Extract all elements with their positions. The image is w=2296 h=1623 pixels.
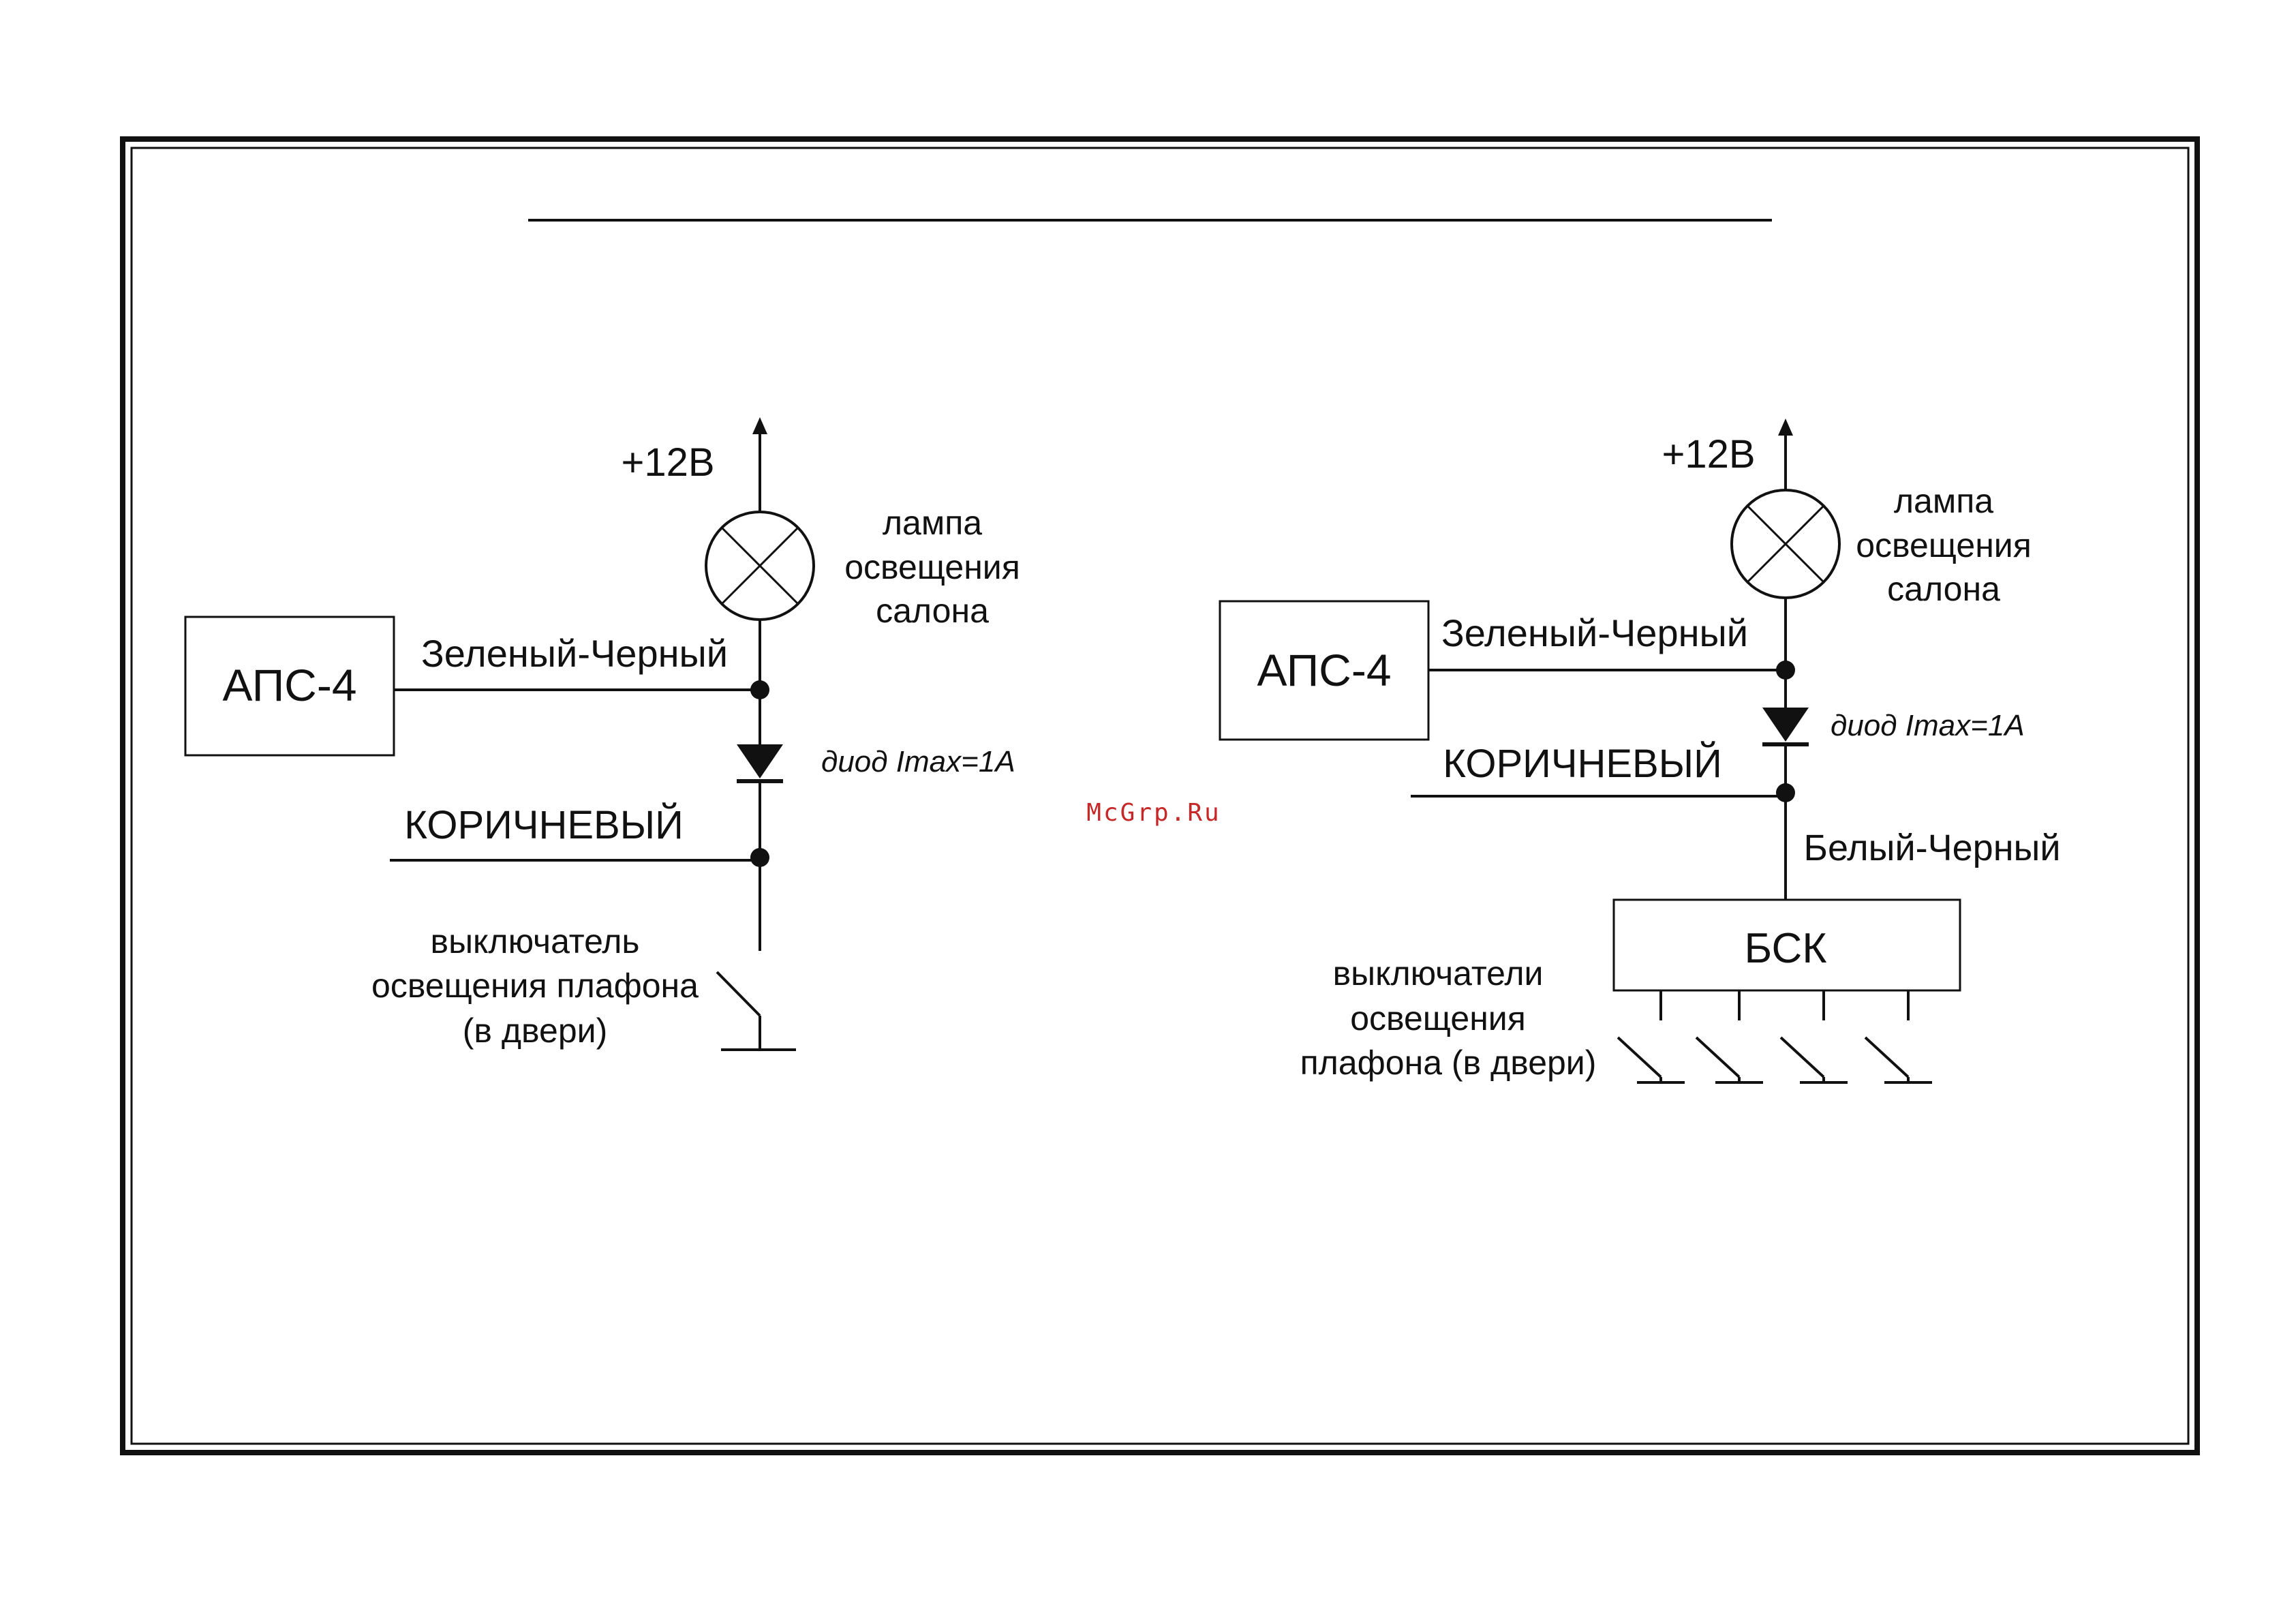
right-lamp-label-line3: салона [1887, 570, 2000, 608]
left-lamp-label-line2: освещения [844, 548, 1020, 586]
right-diode-icon [1762, 708, 1809, 744]
right-lamp-label-line2: освещения [1856, 526, 2032, 564]
left-lamp-icon [706, 512, 814, 620]
right-switch-label-line2: освещения [1350, 999, 1526, 1037]
left-lamp-label-line3: салона [876, 592, 989, 630]
right-junction-top [1776, 661, 1795, 680]
right-switch-label-line3: плафона (в двери) [1300, 1044, 1597, 1082]
right-supply-arrow-icon [1778, 419, 1793, 436]
right-white-black-label: Белый-Черный [1804, 828, 2061, 868]
right-bsk-label: БСК [1745, 925, 1827, 972]
right-circuit: +12В лампа освещения салона АПС-4 Зелены… [1220, 419, 2061, 1082]
right-door-switch-icon-1 [1618, 990, 1685, 1082]
right-diode-label: диод Imax=1A [1831, 709, 2025, 742]
left-aps4-label: АПС-4 [222, 660, 356, 710]
left-junction-bottom [750, 848, 769, 867]
left-voltage-label: +12В [621, 440, 714, 485]
right-switch-label-line1: выключатели [1333, 954, 1544, 992]
right-lamp-icon [1732, 490, 1839, 598]
right-brown-label: КОРИЧНЕВЫЙ [1443, 742, 1722, 786]
right-door-switch-icon-4 [1865, 990, 1932, 1082]
left-green-black-label: Зеленый-Черный [421, 632, 728, 675]
left-circuit: +12В лампа освещения салона АПС-4 Зелены… [185, 417, 1020, 1050]
right-green-black-label: Зеленый-Черный [1441, 611, 1748, 654]
inner-frame [132, 148, 2188, 1444]
outer-frame [123, 139, 2197, 1453]
right-junction-bottom [1776, 783, 1795, 802]
watermark: McGrp.Ru [1086, 799, 1221, 827]
left-door-switch-icon [717, 972, 796, 1050]
left-switch-label-line1: выключатель [431, 922, 640, 960]
left-junction-top [750, 680, 769, 699]
right-lamp-label-line1: лампа [1894, 482, 1993, 520]
left-switch-label-line3: (в двери) [463, 1012, 607, 1050]
right-voltage-label: +12В [1662, 432, 1755, 476]
left-switch-label-line2: освещения плафона [371, 967, 699, 1005]
left-supply-arrow-icon [752, 417, 767, 434]
left-diode-icon [737, 744, 783, 781]
right-aps4-label: АПС-4 [1257, 645, 1391, 695]
left-lamp-label-line1: лампа [883, 504, 982, 542]
left-diode-label: диод Imax=1A [821, 745, 1015, 778]
left-brown-label: КОРИЧНЕВЫЙ [404, 803, 684, 847]
right-door-switch-icon-3 [1781, 990, 1848, 1082]
right-door-switch-icon-2 [1696, 990, 1763, 1082]
